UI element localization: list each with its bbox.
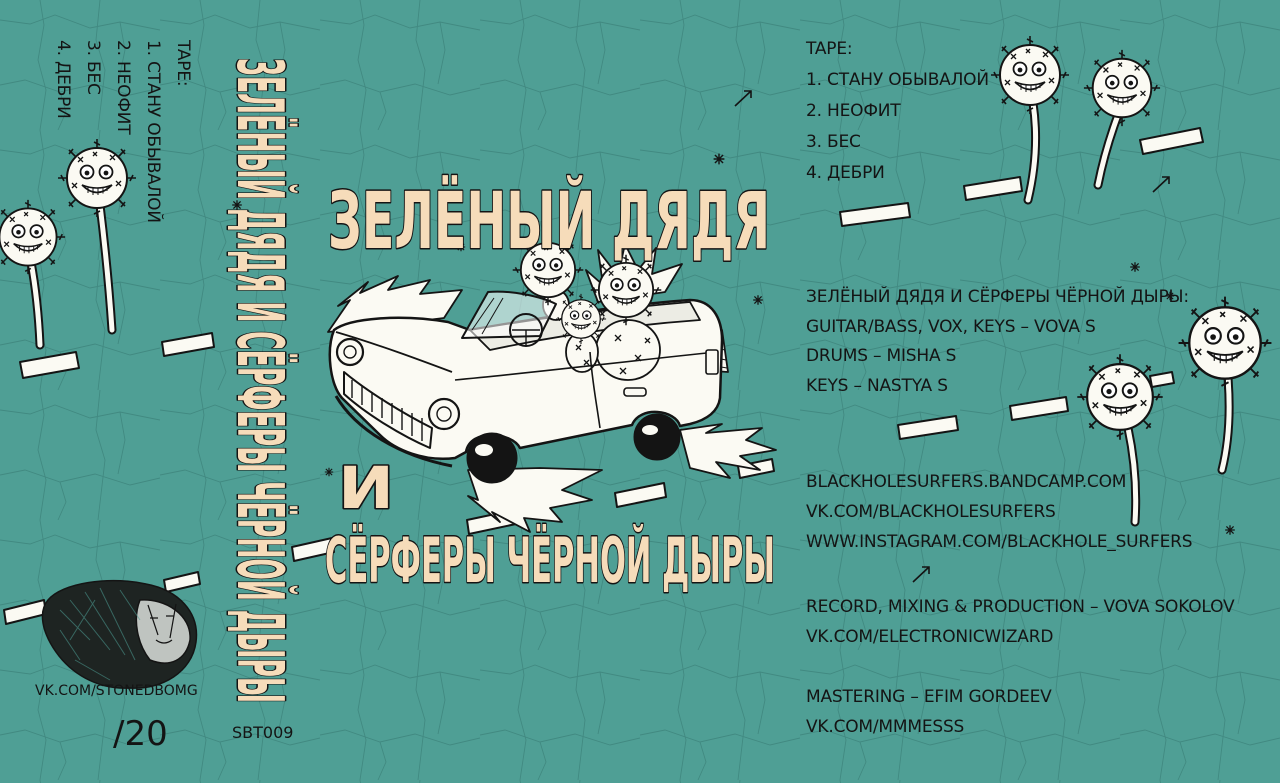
spine-title: ЗЕЛЁНЫЙ ДЯДЯ И СЁРФЕРЫ ЧЁРНОЙ ДЫРЫ — [222, 58, 298, 703]
production-credits: RECORD, MIXING & PRODUCTION – VOVA SOKOL… — [806, 592, 1235, 652]
road-dash — [1139, 127, 1204, 155]
windshield — [461, 290, 557, 339]
road-dash — [291, 537, 335, 562]
sketch-portrait — [41, 579, 198, 689]
track-item: 1. СТАНУ ОБЫВАЛОЙ — [143, 40, 163, 223]
left-tracklist: TAPE: 1. СТАНУ ОБЫВАЛОЙ 2. НЕОФИТ 3. БЕС… — [48, 40, 198, 360]
door-handle — [623, 387, 647, 397]
vk-link: VK.COM/BLACKHOLESURFERS — [806, 502, 1056, 522]
steering-wheel — [509, 313, 543, 347]
flame-doodle — [679, 423, 777, 479]
production-link: VK.COM/ELECTRONICWIZARD — [806, 627, 1054, 647]
dandelion-face-icon — [1082, 48, 1162, 128]
road-dash — [839, 202, 911, 227]
flame-doodle — [467, 467, 603, 533]
star-doodle — [1129, 261, 1141, 273]
star-doodle — [712, 152, 726, 166]
front-wheel — [466, 432, 518, 484]
road-dash — [1149, 371, 1175, 388]
tracklist-heading: TAPE: — [173, 40, 193, 87]
star-doodle — [752, 294, 764, 306]
dandelion-face-icon — [990, 35, 1070, 115]
mastering-credit: MASTERING – EFIM GORDEEV — [806, 687, 1052, 707]
road-dash — [614, 482, 667, 508]
instagram-link: WWW.INSTAGRAM.COM/BLACKHOLE_SURFERS — [806, 532, 1193, 552]
bandcamp-link: BLACKHOLESURFERS.BANDCAMP.COM — [806, 472, 1127, 492]
road-dash — [161, 332, 215, 357]
road-dash — [897, 415, 959, 440]
dandelion-stems — [26, 98, 1234, 527]
edition-year: /20 — [113, 714, 168, 754]
rear-wheel — [633, 413, 681, 461]
track-item: 2. НЕОФИТ — [113, 40, 133, 135]
track-item: 3. БЕС — [806, 132, 861, 152]
bumper — [334, 395, 453, 468]
road-dash — [1009, 396, 1069, 421]
front-title-line1: ЗЕЛЁНЫЙ ДЯДЯ — [328, 175, 770, 267]
car-grille — [343, 371, 433, 449]
front-title-line2: И — [338, 454, 394, 522]
road-dash — [163, 571, 201, 593]
band-heading: ЗЕЛЁНЫЙ ДЯДЯ И СЁРФЕРЫ ЧЁРНОЙ ДЫРЫ: — [806, 287, 1189, 307]
tail-light — [705, 349, 719, 375]
mastering-credits: MASTERING – EFIM GORDEEV VK.COM/MMMESSS — [806, 682, 1052, 742]
track-item: 4. ДЕБРИ — [806, 163, 885, 183]
flame-doodle — [327, 275, 463, 333]
headlight — [427, 397, 461, 431]
track-item: 2. НЕОФИТ — [806, 101, 901, 121]
member-credit: GUITAR/BASS, VOX, KEYS – VOVA S — [806, 316, 1096, 337]
road-dash — [19, 351, 80, 379]
band-links: BLACKHOLESURFERS.BANDCAMP.COM VK.COM/BLA… — [806, 467, 1193, 557]
star-doodle — [1224, 524, 1236, 536]
member-credit: DRUMS – MISHA S — [806, 346, 957, 366]
member-credit: KEYS – NASTYA S — [806, 375, 948, 396]
front-title-line3: СЁРФЕРЫ ЧЁРНОЙ ДЫРЫ — [325, 524, 775, 597]
track-item: 4. ДЕБРИ — [53, 40, 73, 119]
band-lineup: ЗЕЛЁНЫЙ ДЯДЯ И СЁРФЕРЫ ЧЁРНОЙ ДЫРЫ: GUIT… — [806, 283, 1189, 401]
mastering-link: VK.COM/MMMESSS — [806, 717, 965, 737]
track-item: 1. СТАНУ ОБЫВАЛОЙ — [806, 70, 989, 90]
star-doodle — [324, 467, 334, 477]
right-tracklist: TAPE: 1. СТАНУ ОБЫВАЛОЙ 2. НЕОФИТ 3. БЕС… — [806, 34, 989, 189]
dandelion-face-icon — [1177, 295, 1273, 391]
headlight — [335, 337, 365, 367]
catalog-number: SBT009 — [232, 723, 294, 742]
dandelion-face-icon — [555, 293, 607, 345]
track-item: 3. БЕС — [83, 40, 103, 95]
tracklist-heading: TAPE: — [806, 39, 853, 59]
creature-body — [595, 319, 661, 381]
label-link: VK.COM/STONEDBOMG — [35, 683, 198, 699]
road-dash — [963, 176, 1023, 201]
production-credit: RECORD, MIXING & PRODUCTION – VOVA SOKOL… — [806, 597, 1235, 617]
